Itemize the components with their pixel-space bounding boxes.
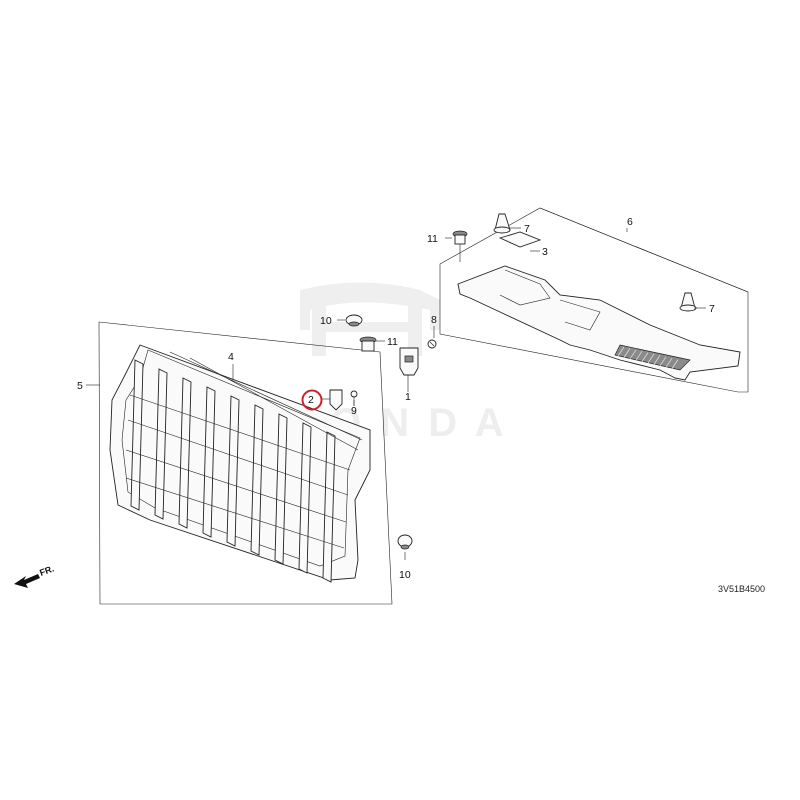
bracket-2	[329, 389, 343, 411]
grille-slat	[250, 404, 264, 556]
front-grille-bracket	[109, 344, 371, 583]
clip-7-lower	[679, 292, 697, 312]
plug-10-bottom	[397, 534, 413, 550]
front-direction-label: FR.	[38, 564, 55, 578]
callout-8: 8	[431, 314, 437, 326]
grille-slat	[226, 395, 240, 547]
highlight-ring	[301, 389, 323, 411]
caution-label	[498, 231, 542, 248]
clip-11-upper	[452, 230, 468, 262]
callout-5: 5	[77, 380, 83, 392]
callouts: 1 2 3 4 5 6 7 7 8 9 10 10 11 11	[77, 216, 715, 581]
vent-slot	[653, 355, 661, 365]
clip-11-middle	[359, 336, 377, 352]
clip-7-upper	[493, 213, 511, 234]
vent-slot	[635, 350, 643, 361]
drawing-code: 3V51B4500	[718, 584, 765, 594]
grille-bracket-group	[86, 321, 393, 605]
callout-3: 3	[542, 246, 548, 258]
vent-slot	[623, 348, 631, 358]
vent-slot	[647, 353, 655, 364]
screw-8	[427, 339, 437, 349]
upper-cover	[457, 265, 741, 381]
callout-1: 1	[405, 391, 411, 403]
callout-11-upper: 11	[427, 233, 438, 245]
vent-slot	[641, 352, 649, 362]
grille-slat	[322, 431, 336, 583]
grille-slat	[130, 359, 144, 511]
leader-lines	[232, 227, 706, 560]
callout-11-middle: 11	[387, 336, 398, 348]
grille-slat	[298, 422, 312, 574]
upper-cover-group	[439, 207, 749, 393]
grille-slat	[178, 377, 192, 529]
callout-2: 2	[308, 394, 314, 406]
vent-slot	[659, 356, 667, 367]
vent-slot	[665, 357, 673, 368]
plug-10-top	[345, 314, 363, 327]
callout-10-bottom: 10	[399, 569, 411, 581]
front-direction-arrow: FR.	[14, 564, 55, 588]
bracket-1	[399, 347, 419, 376]
callout-7-upper: 7	[524, 223, 530, 235]
callout-10-top: 10	[320, 315, 332, 327]
callout-4: 4	[228, 351, 234, 363]
vent-slot	[617, 346, 625, 357]
grille-slat	[202, 386, 216, 538]
callout-6: 6	[627, 216, 633, 228]
vent-slot	[671, 359, 679, 369]
vent-slot	[629, 349, 637, 360]
callout-9: 9	[351, 405, 357, 417]
callout-7-lower: 7	[709, 303, 715, 315]
